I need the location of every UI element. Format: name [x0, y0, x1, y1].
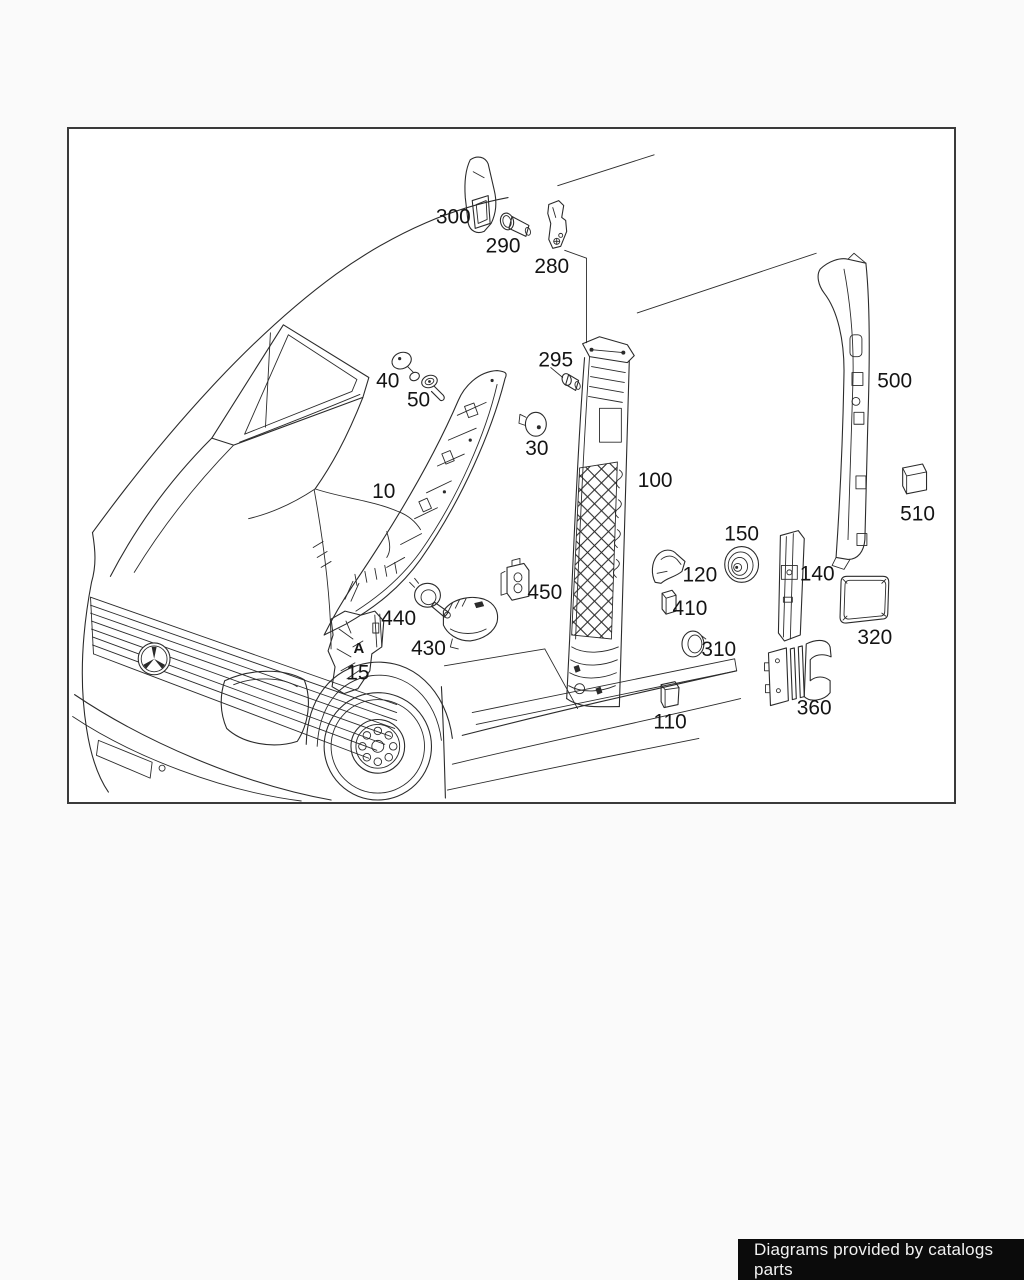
part-50-screw — [421, 374, 445, 402]
part-500-d-pillar-panel — [817, 252, 870, 570]
part-label-290: 290 — [486, 234, 521, 257]
part-label-410: 410 — [673, 597, 708, 620]
part-label-450: 450 — [527, 581, 562, 604]
part-300-grab-handle — [464, 156, 497, 234]
part-label-150: 150 — [724, 523, 759, 546]
part-450-bracket — [500, 558, 530, 601]
part-label-440: 440 — [381, 607, 416, 630]
part-110-block — [660, 681, 680, 709]
part-120-clip-hook — [651, 549, 686, 584]
part-30-grommet — [518, 411, 547, 437]
part-label-15: 15 — [346, 662, 369, 685]
part-320-panel — [839, 575, 890, 624]
part-430-trim-cap — [442, 596, 499, 650]
part-label-360: 360 — [797, 697, 832, 720]
part-140-strip — [777, 530, 805, 642]
part-40-clip — [391, 351, 420, 382]
part-label-10: 10 — [372, 480, 395, 503]
part-440-tweeter — [409, 577, 451, 619]
part-label-120: 120 — [682, 563, 717, 586]
footer-credit-bar: Diagrams provided by catalogs parts — [738, 1239, 1024, 1280]
part-marking-a: A — [354, 641, 365, 657]
part-label-510: 510 — [900, 503, 935, 526]
part-label-280: 280 — [534, 255, 569, 278]
diagram-frame: 300 290 280 40 50 295 30 10 100 500 510 … — [67, 127, 956, 804]
part-label-110: 110 — [653, 710, 686, 733]
part-510-block — [902, 463, 928, 495]
part-310-ring — [681, 630, 707, 658]
footer-credit-text: Diagrams provided by catalogs parts — [754, 1239, 994, 1279]
part-100-b-pillar-trim — [566, 336, 635, 708]
part-label-30: 30 — [525, 437, 548, 460]
part-label-140: 140 — [800, 562, 835, 585]
diagram-canvas: 300 290 280 40 50 295 30 10 100 500 510 … — [72, 154, 935, 802]
part-label-100: 100 — [638, 469, 673, 492]
part-10-a-pillar-trim — [323, 370, 507, 636]
part-280-bracket — [547, 200, 588, 344]
part-label-295: 295 — [538, 349, 573, 372]
part-label-300: 300 — [436, 205, 471, 228]
part-15-lower-pillar-trim — [327, 610, 385, 695]
part-label-310: 310 — [701, 638, 736, 661]
part-label-500: 500 — [877, 369, 912, 392]
part-360-bracket-set — [764, 639, 832, 707]
part-410-block — [661, 589, 677, 615]
part-labels: 300 290 280 40 50 295 30 10 100 500 510 … — [346, 205, 935, 733]
part-295-plug — [550, 367, 581, 391]
part-290-pin — [499, 212, 531, 237]
brand-star-icon — [137, 642, 171, 676]
part-150-spring-disc — [724, 545, 760, 583]
part-label-430: 430 — [411, 637, 446, 660]
part-label-40: 40 — [376, 369, 399, 392]
van-illustration — [72, 154, 817, 802]
part-label-50: 50 — [407, 388, 430, 411]
part-label-320: 320 — [857, 626, 892, 649]
